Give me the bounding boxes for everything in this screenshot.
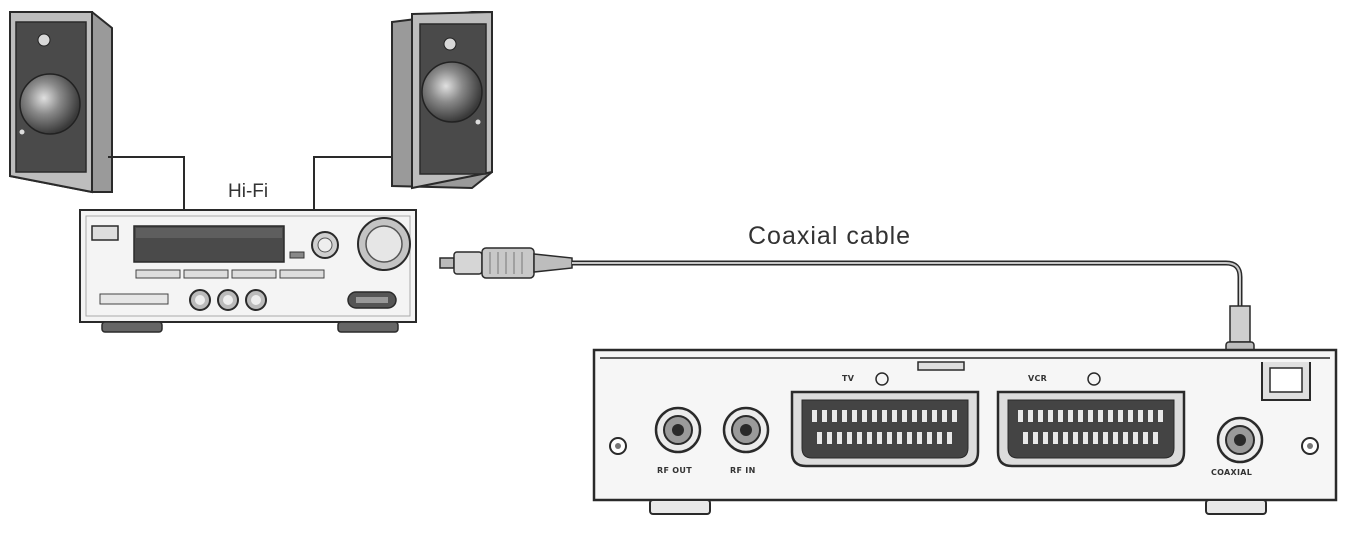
tv-scart-connector bbox=[790, 390, 980, 468]
coaxial-output-jack bbox=[1216, 416, 1264, 464]
power-switch-icon bbox=[91, 225, 119, 241]
hifi-label: Hi-Fi bbox=[228, 181, 269, 202]
vcr-scart-connector bbox=[996, 390, 1186, 468]
vcr-scart-label: VCR bbox=[1028, 374, 1048, 383]
rf-out-connector bbox=[654, 406, 702, 454]
coaxial-cable bbox=[572, 260, 1243, 306]
rf-in-label: RF IN bbox=[730, 466, 756, 475]
rf-out-label: RF OUT bbox=[657, 466, 692, 475]
tv-scart-label: TV bbox=[842, 374, 855, 383]
right-speaker bbox=[391, 10, 493, 190]
coaxial-jack-label: COAXIAL bbox=[1211, 468, 1253, 477]
rca-plug bbox=[439, 247, 573, 279]
rf-in-connector bbox=[722, 406, 770, 454]
receiver-back-panel bbox=[592, 348, 1338, 515]
hifi-amplifier bbox=[79, 209, 417, 333]
left-speaker-wire bbox=[108, 156, 185, 210]
coaxial-cable-label: Coaxial cable bbox=[748, 222, 912, 250]
right-speaker-wire bbox=[313, 156, 392, 210]
left-speaker bbox=[9, 11, 113, 194]
